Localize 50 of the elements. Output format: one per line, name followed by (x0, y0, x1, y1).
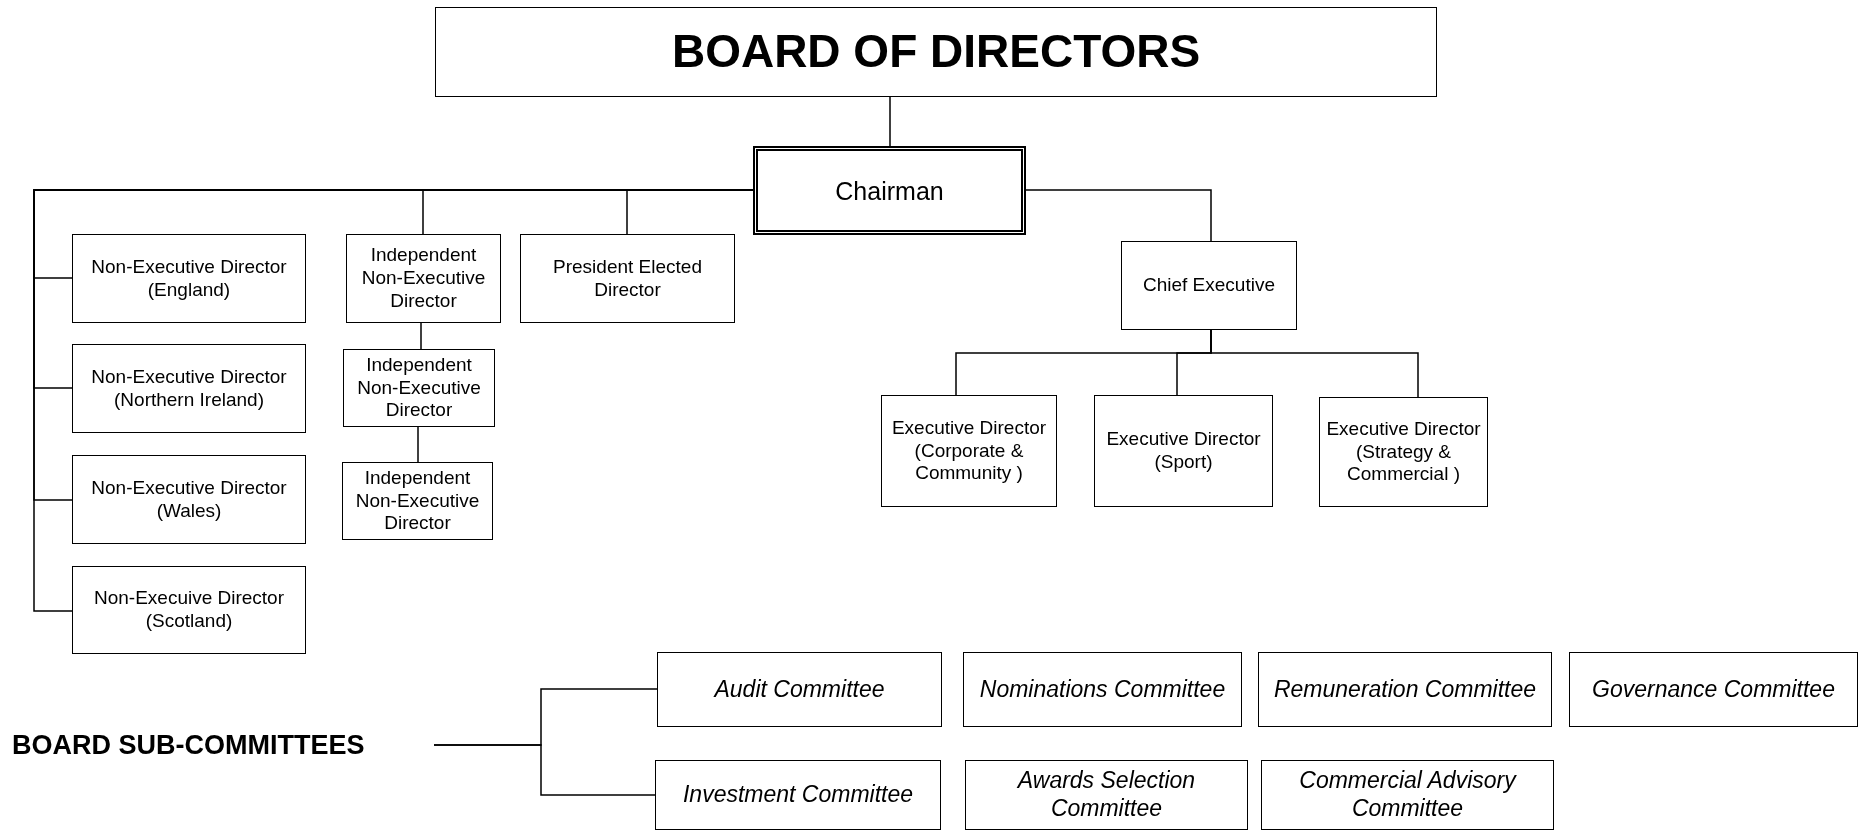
role-label: Investment Committee (681, 781, 915, 809)
connector-line (1210, 329, 1419, 398)
role-label: Independent Non-Executive Director (360, 244, 487, 313)
role-label: Executive Director (Strategy & Commercial ) (1325, 417, 1482, 487)
connector-line (433, 744, 656, 796)
org-box (342, 462, 493, 540)
role-label: Independent Non-Executive Director (354, 466, 481, 536)
org-box (963, 652, 1242, 727)
role-label: Non-Execuive Director (Scotland) (92, 587, 286, 633)
role-label: Executive Director (Corporate & Community ) (890, 416, 1048, 486)
role-label: Awards Selection Committee (1016, 767, 1197, 823)
org-box (72, 344, 306, 433)
connector-line (889, 96, 891, 147)
org-box (1261, 760, 1554, 830)
role-label: Non-Executive Director (Wales) (90, 476, 288, 523)
org-box (1094, 395, 1273, 507)
org-box (72, 455, 306, 544)
role-label: BOARD OF DIRECTORS (670, 24, 1202, 80)
role-label: Non-Executive Director (England) (90, 255, 288, 302)
org-box (655, 760, 941, 830)
org-box (435, 7, 1437, 97)
org-box (965, 760, 1248, 830)
org-box (1569, 652, 1858, 727)
org-box (881, 395, 1057, 507)
org-box (72, 234, 306, 323)
org-box (72, 566, 306, 654)
org-box (520, 234, 735, 323)
org-box (657, 652, 942, 727)
connector-line (1025, 189, 1212, 242)
role-label: Governance Committee (1591, 675, 1836, 704)
role-label: Commercial Advisory Committee (1298, 767, 1518, 823)
chairman-box (753, 146, 1026, 235)
connector-line (417, 426, 419, 463)
connector-line (420, 322, 422, 350)
role-label: Audit Committee (712, 675, 886, 704)
org-box (346, 234, 501, 323)
role-title: Chairman (834, 175, 945, 206)
role-label: President Elected Director (552, 255, 703, 302)
org-box (343, 349, 495, 427)
org-box (1319, 397, 1488, 507)
org-box (1121, 241, 1297, 330)
role-label: Chief Executive (1142, 274, 1276, 297)
role-label: Non-Executive Director (Northern Ireland) (90, 365, 288, 412)
role-label: Independent Non-Executive Director (356, 353, 482, 423)
role-label: Nominations Committee (978, 675, 1227, 704)
org-box (1258, 652, 1552, 727)
role-label: Remuneration Committee (1272, 675, 1538, 704)
connector-line (626, 189, 754, 235)
role-label: Executive Director (Sport) (1105, 428, 1262, 474)
section-heading: BOARD SUB-COMMITTEES (12, 728, 434, 762)
